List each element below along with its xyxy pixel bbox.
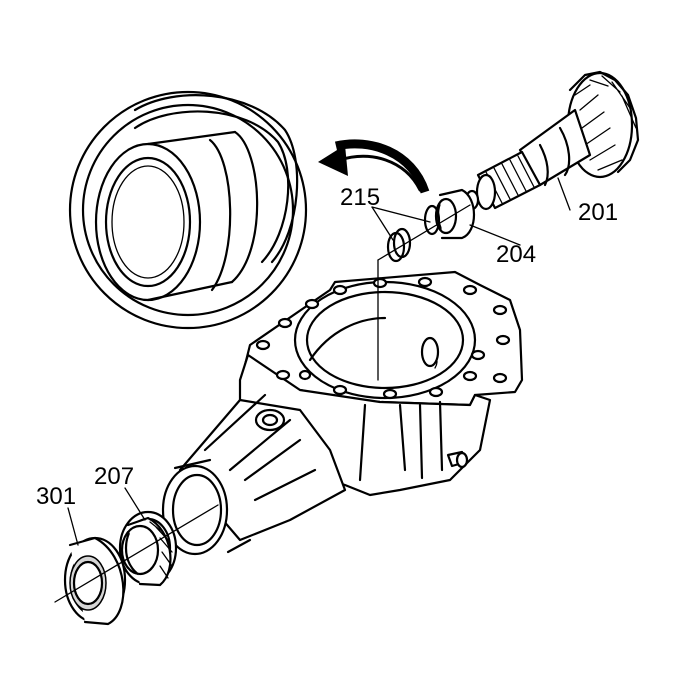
differential-carrier-housing [161,270,524,556]
seal-204 [434,188,475,240]
label-301: 301 [36,483,76,510]
label-207: 207 [94,463,134,490]
label-215: 215 [340,184,380,211]
shims-215 [386,204,441,263]
detail-magnifier [68,90,308,330]
label-204: 204 [496,241,536,268]
label-201: 201 [578,199,618,226]
assembly-center-lines [54,204,471,603]
leader-lines [67,177,571,546]
detail-arrow [318,139,430,194]
pinion-gear-201 [464,70,640,211]
bearing-207 [118,510,178,587]
detail-circle-inner [81,103,295,317]
flange-bolt-holes [255,276,511,400]
race-301 [63,536,127,626]
